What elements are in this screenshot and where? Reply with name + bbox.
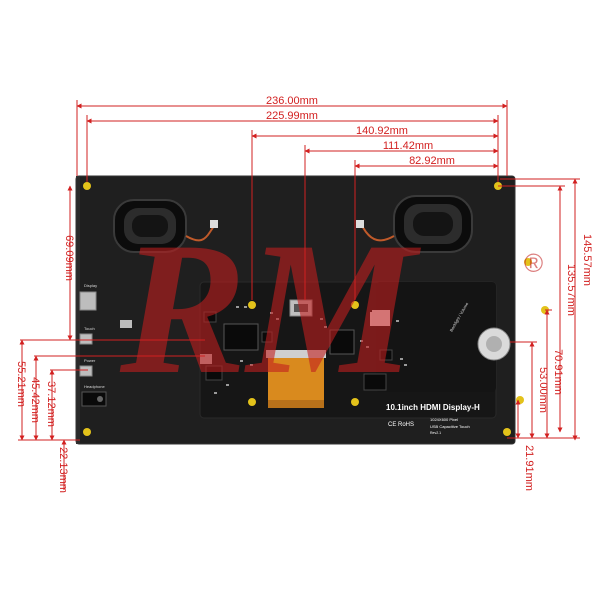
watermark-logo-text: RM [119,204,422,414]
product-name: 10.1inch HDMI Display-H [386,403,480,412]
power-usb-port [79,365,93,377]
dim-label-left-45: 45.42mm [29,377,41,423]
touch-port-group: Touch [79,326,95,345]
dim-label-left-37: 37.12mm [45,381,57,427]
driver-chip [329,329,355,355]
small-chip-b [261,331,273,343]
dim-label-111: 111.42mm [383,140,433,152]
cert-marks: CE RoHS [388,422,414,428]
resolution-text: 1024X600 Pixel [430,417,458,422]
watermark: RM ® [119,204,543,414]
fpc-ribbon-stiffener [268,400,324,408]
headphone-jack-hole [97,396,103,402]
headphone-port-group: Headphone [81,384,107,407]
display-usb-port [79,291,97,311]
watermark-registered-mark: ® [524,248,543,278]
dim-label-overall-height: 145.57mm [581,234,593,286]
mounting-hole-pcb-3 [248,398,256,406]
right-speaker [393,195,473,253]
small-chip-a [203,311,217,323]
dim-label-left-55: 55.21mm [15,361,27,407]
dim-label-left-speaker: 69.09mm [63,235,75,281]
usb-c-port [200,354,212,364]
mounting-hole-right-3 [516,396,524,404]
main-controller-chip [223,323,259,351]
small-chip-d [363,373,387,391]
dim-label-overall-width: 236.00mm [266,95,318,107]
dim-label-right-53: 53.00mm [537,367,549,413]
mounting-hole-pcb-4 [351,398,359,406]
mounting-hole-top-left [83,182,91,190]
hdmi-port-inner [294,304,308,312]
white-connector [372,310,390,326]
board-left-edge [76,176,80,444]
dim-label-right-70: 70.91mm [552,349,564,395]
port-label-headphone: Headphone [84,384,105,389]
port-label-power: Power [84,358,96,363]
port-label-display: Display [84,283,97,288]
left-speaker-wire [185,225,215,242]
power-port-group: Power [79,358,96,377]
small-chip-c [205,365,223,381]
fpc-connector [266,350,326,358]
dim-label-bottom-22: 22.13mm [57,447,69,493]
dimension-labels: 236.00mm 225.99mm 140.92mm 111.42mm 82.9… [15,95,593,493]
mounting-hole-bottom-right [503,428,511,436]
dim-label-hole-span-width: 225.99mm [266,110,318,122]
right-speaker-connector [356,220,364,228]
mounting-hole-pcb-2 [351,301,359,309]
left-speaker [113,199,187,253]
left-speaker-connector [210,220,218,228]
dimension-lines [18,100,580,490]
board-edge-highlight [75,175,516,445]
dim-label-82: 82.92mm [409,155,455,167]
dim-label-hole-span-height: 135.57mm [565,264,577,316]
display-board: Display Touch Power Headphone Backlight … [75,175,549,445]
small-button-left [120,320,132,328]
dim-label-140: 140.92mm [356,125,408,137]
revision-text: Rev2.1 [430,431,441,435]
mounting-hole-right-1 [524,258,532,266]
backlight-knob-center [486,336,502,352]
port-label-touch: Touch [84,326,95,331]
right-speaker-wire [361,225,395,242]
dim-label-right-21: 21.91mm [523,445,535,491]
mounting-hole-pcb-1 [248,301,256,309]
touch-type-text: USB Capacitive Touch [430,424,470,429]
small-chip-e [379,349,393,361]
fpc-ribbon-cable [268,358,324,408]
mounting-hole-bottom-left [83,428,91,436]
touch-usb-port [79,333,93,345]
headphone-jack [81,391,107,407]
display-port-group: Display [79,283,97,311]
